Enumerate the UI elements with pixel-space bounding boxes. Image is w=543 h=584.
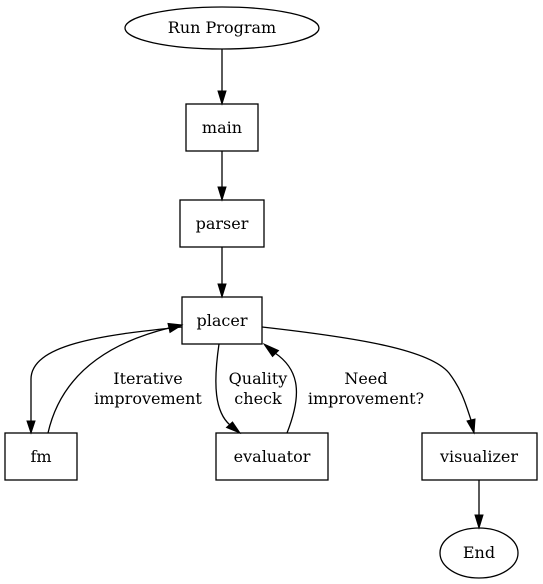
node-fm-label: fm	[30, 447, 51, 466]
edge-label-iterative-line1: Iterative	[113, 369, 182, 388]
edge-fm-to-placer	[47, 322, 184, 434]
edge-label-quality-line1: Quality	[229, 369, 288, 388]
edge-evaluator-to-placer	[262, 342, 298, 434]
edge-parser-to-placer	[217, 247, 227, 299]
edge-placer-to-evaluator	[215, 343, 242, 435]
edge-label-need-line2: improvement?	[308, 389, 424, 408]
node-fm[interactable]: fm	[4, 432, 78, 481]
edge-main-to-parser	[217, 151, 227, 202]
edge-placer-to-fm	[26, 326, 183, 435]
node-evaluator-label: evaluator	[234, 447, 311, 466]
node-placer[interactable]: placer	[181, 296, 263, 345]
node-end-label: End	[463, 543, 495, 562]
node-run-program[interactable]: Run Program	[124, 6, 320, 50]
node-main-label: main	[202, 118, 242, 137]
node-run-program-label: Run Program	[168, 18, 276, 37]
edge-label-iterative-line2: improvement	[94, 389, 202, 408]
node-visualizer-label: visualizer	[439, 447, 518, 466]
node-main[interactable]: main	[185, 103, 259, 152]
edge-label-need-line1: Need	[344, 369, 387, 388]
edge-visualizer-to-end	[474, 480, 484, 530]
node-parser-label: parser	[196, 214, 249, 233]
node-end[interactable]: End	[439, 527, 519, 579]
node-parser[interactable]: parser	[179, 199, 265, 248]
node-evaluator[interactable]: evaluator	[215, 432, 329, 481]
edge-label-quality-line2: check	[234, 389, 282, 408]
edge-placer-to-visualizer	[261, 326, 476, 435]
node-visualizer[interactable]: visualizer	[421, 432, 538, 481]
node-placer-label: placer	[197, 311, 248, 330]
edge-run-to-main	[217, 49, 227, 106]
